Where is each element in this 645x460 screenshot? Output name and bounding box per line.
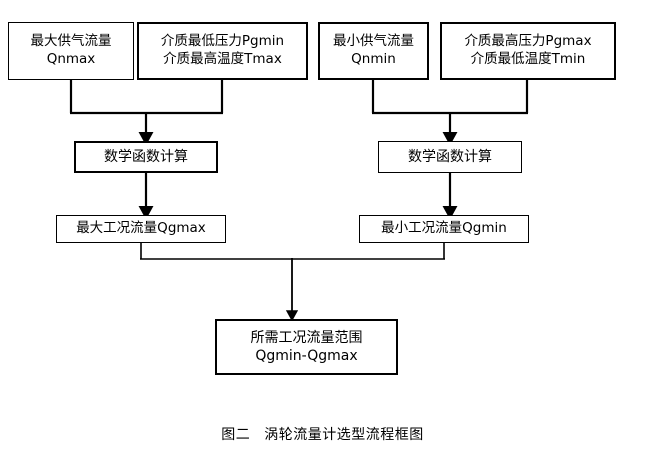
node-min-pressure-max-temp-line1: 介质最低压力Pgmin xyxy=(160,33,285,50)
node-min-supply-flow: 最小供气流量 Qnmin xyxy=(318,22,429,80)
node-required-range-line1: 所需工况流量范围 xyxy=(250,329,363,346)
figure-caption-label: 图二 xyxy=(221,427,251,443)
node-math-calc-right-label: 数学函数计算 xyxy=(408,148,492,165)
node-max-working-flow: 最大工况流量Qgmax xyxy=(56,215,226,243)
connector-right-merge xyxy=(371,80,529,146)
node-math-calc-right: 数学函数计算 xyxy=(378,141,522,173)
node-min-pressure-max-temp-line2: 介质最高温度Tmax xyxy=(163,51,282,67)
node-min-working-flow-label: 最小工况流量Qgmin xyxy=(381,220,507,237)
node-max-supply-flow-line1: 最大供气流量 xyxy=(30,33,112,50)
node-max-working-flow-label: 最大工况流量Qgmax xyxy=(76,220,206,237)
connector-left-merge xyxy=(69,80,224,146)
node-required-range-line2: Qgmin-Qgmax xyxy=(255,348,358,364)
node-max-supply-flow-line2: Qnmax xyxy=(46,51,96,67)
node-max-supply-flow: 最大供气流量 Qnmax xyxy=(8,22,134,80)
node-max-pressure-min-temp-line2: 介质最低温度Tmin xyxy=(470,51,586,67)
connector-bottom-merge xyxy=(140,243,445,322)
figure-caption: 图二涡轮流量计选型流程框图 xyxy=(0,424,645,444)
node-min-supply-flow-line1: 最小供气流量 xyxy=(333,33,414,50)
node-min-working-flow: 最小工况流量Qgmin xyxy=(359,215,529,243)
node-min-supply-flow-line2: Qnmin xyxy=(351,51,396,67)
node-math-calc-left-label: 数学函数计算 xyxy=(104,148,188,165)
node-min-pressure-max-temp: 介质最低压力Pgmin 介质最高温度Tmax xyxy=(137,22,308,80)
node-math-calc-left: 数学函数计算 xyxy=(74,141,218,173)
figure-caption-text: 涡轮流量计选型流程框图 xyxy=(264,427,424,443)
node-max-pressure-min-temp: 介质最高压力Pgmax 介质最低温度Tmin xyxy=(440,22,616,80)
node-required-range: 所需工况流量范围 Qgmin-Qgmax xyxy=(215,319,398,375)
node-max-pressure-min-temp-line1: 介质最高压力Pgmax xyxy=(464,33,592,50)
